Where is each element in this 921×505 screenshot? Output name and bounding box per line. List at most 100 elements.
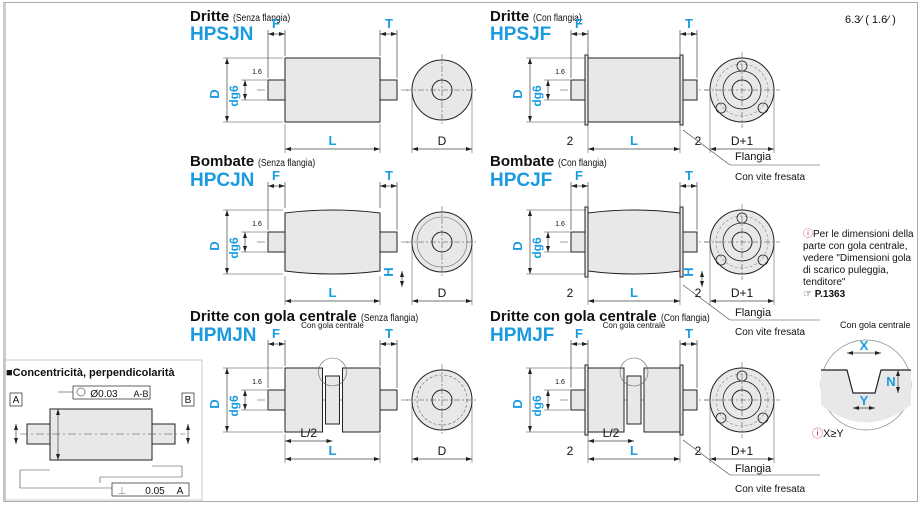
dim-t-arrows xyxy=(680,342,697,346)
roller-body-left xyxy=(284,367,323,433)
view-title-hpsjn: Dritte (Senza flangia) xyxy=(190,8,291,25)
shaft-right xyxy=(379,389,398,411)
flange-callout-2: Flangia xyxy=(735,307,772,319)
dim-flange-right: 2 xyxy=(695,286,702,300)
label-dg6: dg6 xyxy=(530,85,544,107)
datum-b-box xyxy=(181,392,195,407)
dim-t-arrows xyxy=(380,342,397,346)
label-f: F xyxy=(272,16,280,31)
label-d: D xyxy=(207,89,222,98)
dim-end-arrows xyxy=(412,457,472,461)
flange-left xyxy=(584,206,589,278)
view-title-hpcjn: Bombate (Senza flangia) xyxy=(190,153,316,170)
screw-callout-2: Con vite fresata xyxy=(735,327,806,338)
dim-end-arrows xyxy=(412,299,472,303)
label-t: T xyxy=(385,16,393,31)
screw-hole xyxy=(715,412,727,424)
groove-callout: Con gola centrale xyxy=(603,321,666,330)
datum-a-box xyxy=(9,392,23,407)
shaft-left xyxy=(267,79,286,101)
label-t: T xyxy=(685,326,693,341)
product-code-hpcjn: HPCJN xyxy=(190,170,255,191)
dim-dg6-arrows xyxy=(546,232,550,252)
label-end-dim: D+1 xyxy=(731,134,754,148)
roughness-shaft: 1.6 xyxy=(252,221,262,228)
flange-left xyxy=(584,364,589,436)
dim-f-arrows xyxy=(571,342,588,346)
view-title-hpmjf: Dritte con gola centrale (Con flangia) xyxy=(490,308,710,325)
dim-y-arrows xyxy=(853,406,875,410)
roller-body xyxy=(587,57,681,123)
label-n: N xyxy=(886,374,895,389)
screw-hole xyxy=(757,412,769,424)
label-t: T xyxy=(685,168,693,183)
screw-hole xyxy=(757,254,769,266)
roughness-shaft: 1.6 xyxy=(252,379,262,386)
dim-f-arrows xyxy=(268,184,285,188)
concentricity-frame xyxy=(72,385,151,400)
label-d: D xyxy=(510,399,525,408)
flange-right xyxy=(679,54,684,126)
roughness-main: 6.3 xyxy=(845,14,861,26)
label-y: Y xyxy=(860,393,869,408)
label-x: X xyxy=(860,338,869,353)
groove-detail-title: Con gola centrale xyxy=(840,320,911,330)
label-f: F xyxy=(575,168,583,183)
tolerance-box xyxy=(3,359,203,501)
product-code-hpmjn: HPMJN xyxy=(190,325,257,346)
dim-dg6-arrows xyxy=(243,80,247,100)
tip-icon: ⓘ xyxy=(812,428,823,440)
groove-detail-fill xyxy=(821,370,911,423)
label-d: D xyxy=(510,89,525,98)
screw-callout-1: Con vite fresata xyxy=(735,172,806,183)
view-title-hpsjf: Dritte (Con flangia) xyxy=(490,8,583,25)
roughness-paren: 1.6 xyxy=(871,14,888,26)
label-l-half: L/2 xyxy=(603,426,620,440)
roughness-shaft: 1.6 xyxy=(252,69,262,76)
tol-body xyxy=(49,408,153,461)
dim-f-arrows xyxy=(268,32,285,36)
page-ref[interactable]: P.1363 xyxy=(814,289,846,300)
groove-profile xyxy=(821,369,911,394)
groove-detail-circle xyxy=(619,357,649,387)
flange-right xyxy=(679,364,684,436)
concentricity-icon xyxy=(76,387,86,397)
view-title-hpmjn: Dritte con gola centrale (Senza flangia) xyxy=(190,308,419,325)
drawing-frame xyxy=(3,2,918,502)
roughness-shaft: 1.6 xyxy=(555,379,565,386)
label-l-half: L/2 xyxy=(300,426,317,440)
screw-hole xyxy=(715,254,727,266)
roller-body xyxy=(284,209,381,275)
dim-n-arrows xyxy=(896,370,900,393)
dim-flange-left: 2 xyxy=(567,444,574,458)
dim-f-arrows xyxy=(571,184,588,188)
label-l: L xyxy=(630,285,638,300)
label-t: T xyxy=(385,168,393,183)
label-l: L xyxy=(630,443,638,458)
label-l: L xyxy=(630,133,638,148)
dim-dg6-arrows xyxy=(546,80,550,100)
groove-note: ⓘPer le dimensioni della parte con gola … xyxy=(803,229,914,300)
perpendicularity-frame xyxy=(111,482,190,497)
label-end-dim: D+1 xyxy=(731,286,754,300)
view-title-hpcjf: Bombate (Con flangia) xyxy=(490,153,608,170)
datum-a-arrow-arrows xyxy=(14,424,18,444)
groove xyxy=(626,375,642,425)
label-dg6: dg6 xyxy=(530,395,544,417)
shaft-right xyxy=(379,231,398,253)
groove-callout: Con gola centrale xyxy=(301,321,364,330)
product-code-hpsjf: HPSJF xyxy=(490,24,552,45)
dim-flange-left: 2 xyxy=(567,286,574,300)
label-l: L xyxy=(329,133,337,148)
shaft-left xyxy=(267,389,286,411)
roughness-shaft: 1.6 xyxy=(555,221,565,228)
surface-roughness-symbol: 6.3⁄ ( 1.6⁄ ) xyxy=(845,14,896,26)
tolerance-heading: ■Concentricità, perpendicolarità xyxy=(6,367,175,379)
product-code-hpmjf: HPMJF xyxy=(490,325,555,346)
dim-f-arrows xyxy=(571,32,588,36)
dim-h-arrows xyxy=(700,271,704,287)
groove-condition: ⓘX≥Y xyxy=(812,428,844,440)
shaft-left xyxy=(267,231,286,253)
label-f: F xyxy=(272,168,280,183)
page-ref-icon: ☞ xyxy=(803,289,812,300)
